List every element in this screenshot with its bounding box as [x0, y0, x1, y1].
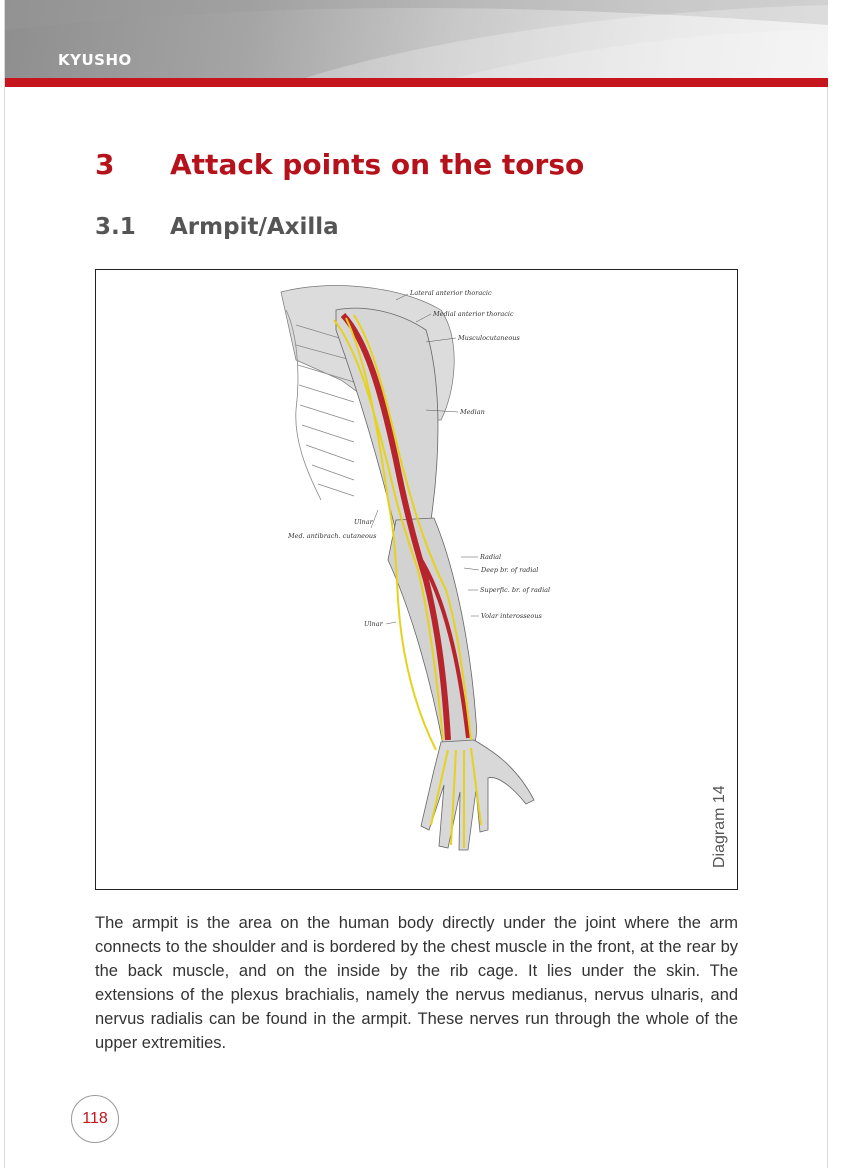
label-median: Median [459, 408, 485, 416]
section-heading: 3.1 Armpit/Axilla [95, 214, 339, 240]
label-med-antibrach-cutaneous: Med. antibrach. cutaneous [287, 532, 377, 540]
rib-cage [285, 309, 355, 501]
leader-lines [370, 293, 480, 625]
section-number: 3.1 [95, 214, 136, 240]
chapter-heading: 3 Attack points on the torso [95, 148, 584, 181]
chapter-title: Attack points on the torso [170, 148, 585, 181]
header-red-stripe [5, 78, 828, 87]
label-deep-br-radial: Deep br. of radial [480, 566, 538, 574]
section-title: Armpit/Axilla [170, 214, 339, 240]
label-ulnar-lower: Ulnar [364, 620, 384, 628]
anatomy-figure: Lateral anterior thoracic Medial anterio… [95, 269, 738, 890]
label-musculocutaneous: Musculocutaneous [457, 334, 520, 342]
page-number: 118 [71, 1095, 119, 1143]
label-medial-anterior-thoracic: Medial anterior thoracic [432, 310, 514, 318]
body-paragraph: The armpit is the area on the human body… [95, 914, 738, 1052]
header-swoosh [5, 0, 828, 78]
header-band [5, 0, 828, 78]
label-ulnar-upper: Ulnar [354, 518, 374, 526]
page-edge [4, 0, 828, 1168]
header-brand: KYUSHO [58, 51, 132, 69]
chapter-number: 3 [95, 148, 115, 181]
arm-nerves-illustration: Lateral anterior thoracic Medial anterio… [280, 285, 550, 851]
label-radial: Radial [479, 553, 501, 561]
label-lateral-anterior-thoracic: Lateral anterior thoracic [409, 289, 492, 297]
label-volar-interosseous: Volar interosseous [481, 612, 543, 620]
label-superfic-br-radial: Superfic. br. of radial [480, 586, 550, 594]
figure-caption: Diagram 14 [711, 785, 728, 868]
nerves [333, 314, 482, 848]
